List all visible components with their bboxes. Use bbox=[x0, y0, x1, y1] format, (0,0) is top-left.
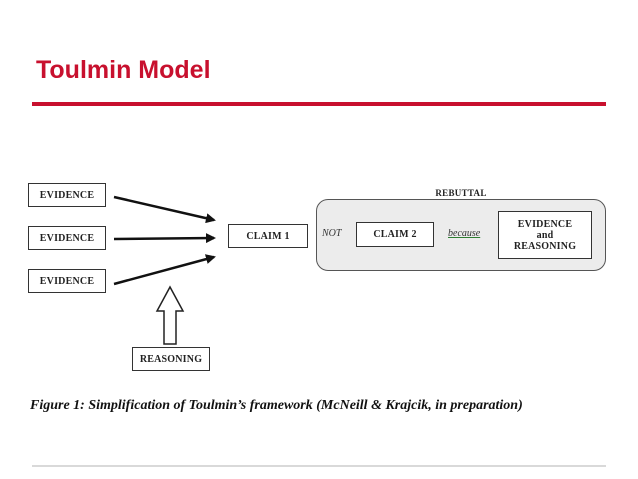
rebuttal-support-line-2: and bbox=[536, 229, 554, 241]
hollow-up-arrow bbox=[155, 285, 185, 345]
claim1-box: CLAIM 1 bbox=[228, 224, 308, 248]
rebuttal-support-line-1: EVIDENCE bbox=[517, 218, 573, 230]
evidence-box-2: EVIDENCE bbox=[28, 226, 106, 250]
evidence-box-1: EVIDENCE bbox=[28, 183, 106, 207]
claim2-box: CLAIM 2 bbox=[356, 222, 434, 247]
bottom-divider bbox=[32, 465, 606, 467]
evidence-box-3: EVIDENCE bbox=[28, 269, 106, 293]
rebuttal-evidence-reasoning-box: EVIDENCE and REASONING bbox=[498, 211, 592, 259]
arrow-evidence3-to-claim bbox=[113, 254, 216, 286]
rebuttal-support-line-3: REASONING bbox=[513, 240, 577, 252]
title-divider bbox=[32, 102, 606, 106]
because-label: because bbox=[448, 228, 481, 239]
arrow-evidence2-to-claim bbox=[113, 233, 216, 244]
not-label: NOT bbox=[322, 228, 342, 239]
reasoning-box: REASONING bbox=[132, 347, 210, 371]
arrow-evidence1-to-claim bbox=[113, 195, 216, 224]
rebuttal-label: REBUTTAL bbox=[435, 188, 487, 198]
slide-title: Toulmin Model bbox=[36, 56, 211, 84]
figure-caption: Figure 1: Simplification of Toulmin’s fr… bbox=[30, 398, 523, 413]
